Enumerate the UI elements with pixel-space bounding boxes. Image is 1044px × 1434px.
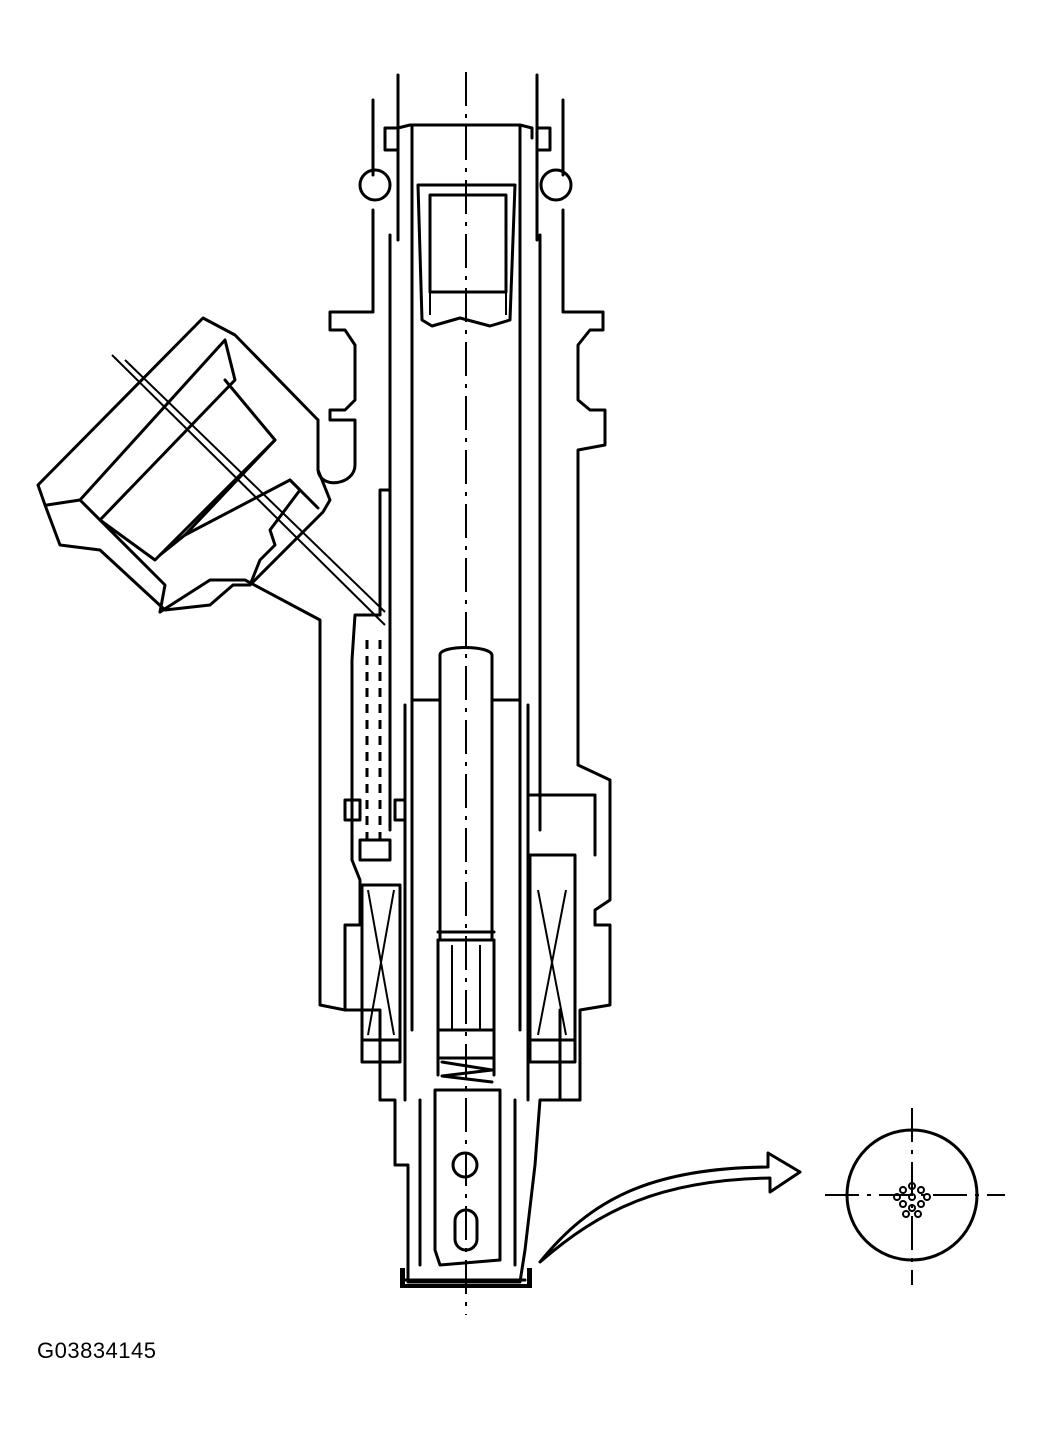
valve-nozzle	[400, 1088, 532, 1288]
spray-orifice-holes	[893, 1182, 931, 1218]
solenoid-coil-left	[360, 883, 402, 1064]
injector-body-right	[558, 208, 612, 1102]
fuel-inlet-tube	[371, 73, 565, 242]
orifice-detail-view	[825, 1108, 1005, 1285]
solenoid-coil-right	[528, 793, 597, 1064]
spray-direction-arrow	[538, 1151, 802, 1264]
armature-plunger	[403, 646, 530, 1102]
return-spring	[438, 1056, 496, 1084]
electrical-connector	[36, 316, 386, 1012]
core-tube	[388, 233, 542, 832]
upper-o-ring	[358, 126, 573, 202]
figure-id-label: G03834145	[37, 1338, 157, 1363]
inlet-filter	[396, 123, 534, 702]
terminal-lead	[343, 640, 407, 862]
